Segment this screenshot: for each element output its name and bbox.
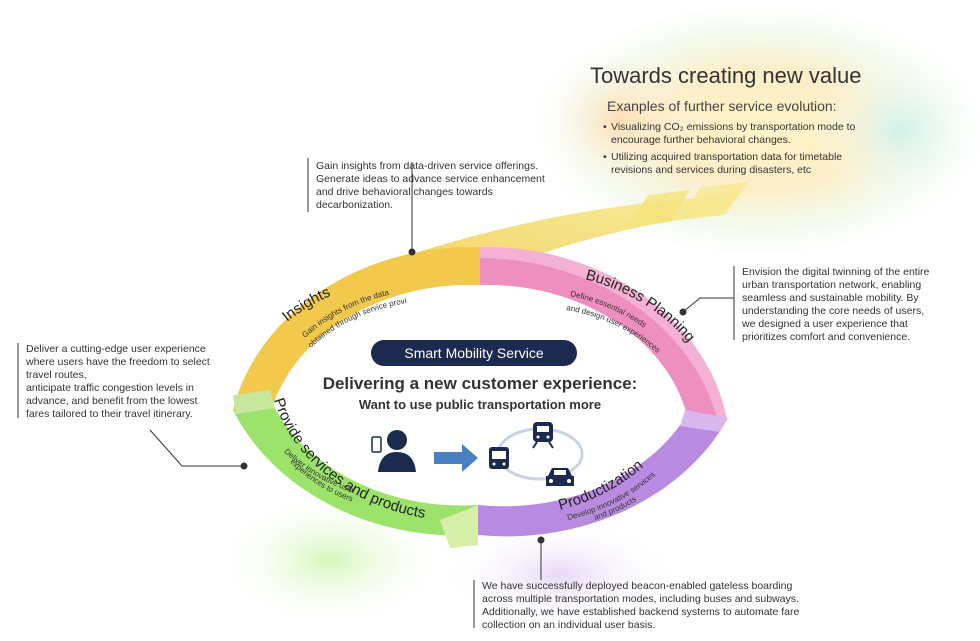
- ring-segment-insights: [233, 246, 480, 410]
- center-subline: Want to use public transportation more: [358, 397, 602, 412]
- callout-dot-provide: [240, 462, 248, 470]
- callout-provide: Deliver a cutting-edge user experience w…: [26, 343, 210, 420]
- ring-joint-bottom: [440, 505, 478, 548]
- trail-chevron-1: [628, 190, 690, 226]
- future-title: Towards creating new value: [590, 63, 862, 88]
- user-with-phone-icon: [371, 430, 416, 472]
- ring-highlight: [480, 246, 727, 432]
- center-headline: Delivering a new customer experience:: [322, 374, 638, 393]
- service-badge: Smart Mobility Service: [371, 340, 577, 366]
- bus-icon: [489, 447, 509, 469]
- ring-segment-planning: [480, 246, 727, 420]
- callout-planning: Envision the digital twinning of the ent…: [742, 266, 930, 343]
- car-icon: [546, 468, 574, 486]
- callout-line-planning: [682, 297, 734, 313]
- trail-chevron-2: [680, 182, 748, 220]
- right-arrow-icon: [434, 444, 478, 472]
- train-icon: [532, 422, 554, 449]
- ring-joint-left: [233, 390, 275, 414]
- ring-joint-right: [680, 410, 728, 432]
- callout-dot-planning: [679, 308, 687, 316]
- callout-insights: Gain insights from data-driven service o…: [316, 160, 545, 211]
- callout-line-provide: [149, 429, 244, 467]
- future-item: Utilizing acquired transportation data f…: [603, 151, 893, 177]
- future-item: Visualizing CO₂ emissions by transportat…: [603, 121, 893, 147]
- callout-dot-productization: [537, 536, 545, 544]
- future-subtitle: Exanples of further service evolution:: [607, 98, 837, 114]
- ring-segment-productization: [478, 415, 727, 537]
- future-list: Visualizing CO₂ emissions by transportat…: [603, 121, 893, 181]
- callout-productization: We have successfully deployed beacon-ena…: [482, 580, 800, 631]
- purple-glow: [440, 520, 680, 630]
- callout-dot-insights: [408, 248, 416, 256]
- ring-segment-provide: [233, 405, 478, 536]
